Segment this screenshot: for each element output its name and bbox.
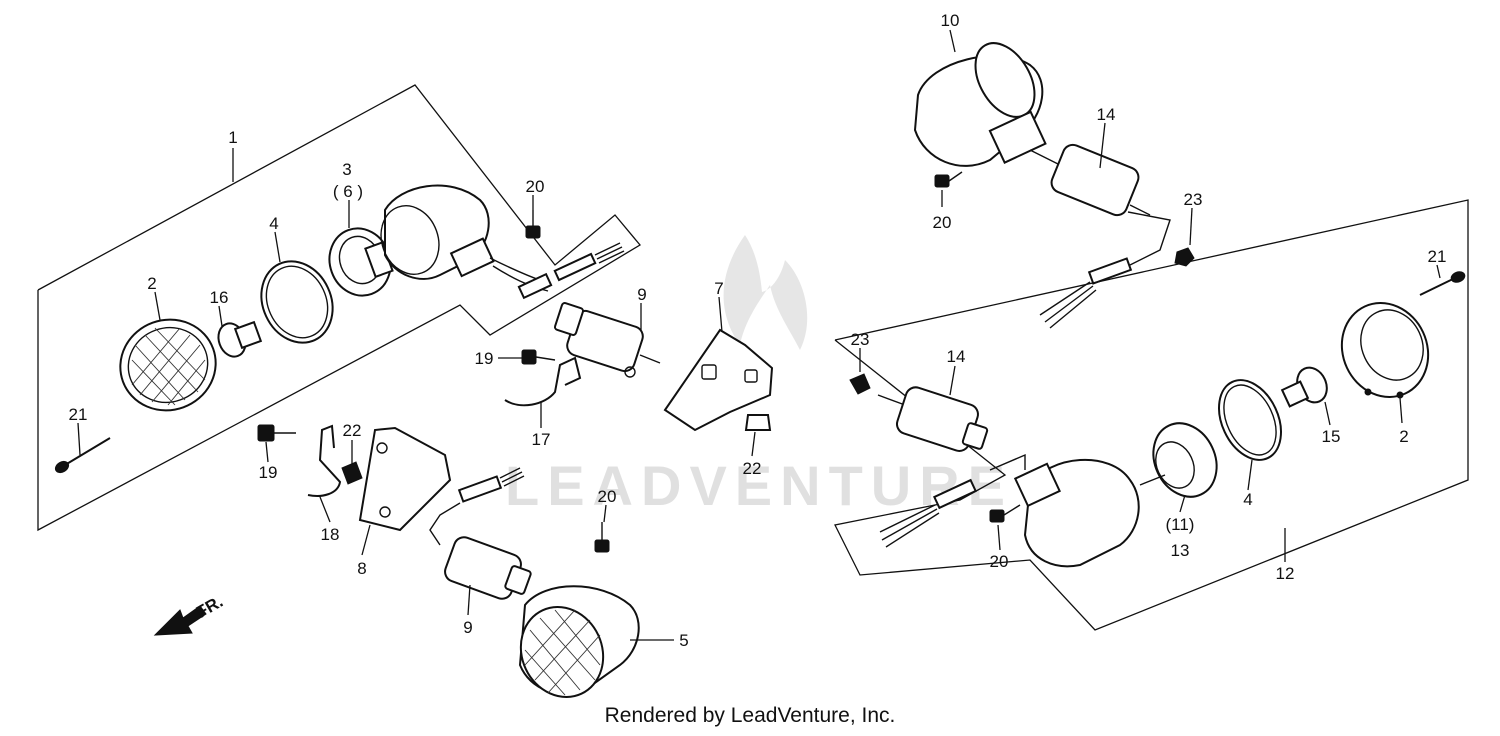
callout-11: (11) bbox=[1166, 515, 1195, 534]
frame-assembly-12 bbox=[834, 199, 1469, 631]
callout-18: 18 bbox=[321, 525, 340, 544]
callout-19-top: 19 bbox=[475, 349, 494, 368]
callout-23-top: 23 bbox=[1184, 190, 1203, 209]
screw-part-20-right-bottom[interactable] bbox=[989, 504, 1021, 523]
footer-credit: Rendered by LeadVenture, Inc. bbox=[604, 704, 896, 727]
leadventure-watermark: LEADVENTURE bbox=[505, 235, 1013, 517]
relay-part-9-top[interactable] bbox=[553, 302, 661, 378]
relay-part-14-lower[interactable] bbox=[877, 385, 989, 454]
nut-part-22-right[interactable] bbox=[744, 414, 772, 431]
bracket-part-18[interactable] bbox=[307, 424, 342, 497]
callout-12: 12 bbox=[1276, 564, 1295, 583]
screw-part-20-lower[interactable] bbox=[594, 522, 610, 553]
screw-part-20-top[interactable] bbox=[525, 210, 541, 239]
watermark-text: LEADVENTURE bbox=[505, 454, 1013, 517]
housing-part-1[interactable] bbox=[372, 184, 553, 300]
winker-part-10[interactable] bbox=[913, 33, 1047, 167]
callout-9-top: 9 bbox=[637, 285, 646, 304]
bracket-part-8[interactable] bbox=[358, 426, 452, 532]
callout-16: 16 bbox=[210, 288, 229, 307]
callout-labels: 1 2 3 ( 6 ) 4 16 20 21 9 19 17 7 22 22 1… bbox=[69, 11, 1447, 650]
socket-part-3[interactable] bbox=[320, 220, 400, 304]
wire-connector-left-top[interactable] bbox=[553, 242, 625, 282]
callout-21-left: 21 bbox=[69, 405, 88, 424]
relay-part-9-lower[interactable] bbox=[442, 534, 532, 601]
callout-15: 15 bbox=[1322, 427, 1341, 446]
callout-21-right: 21 bbox=[1428, 247, 1447, 266]
callout-5: 5 bbox=[679, 631, 688, 650]
callout-8: 8 bbox=[357, 559, 366, 578]
callout-4-right: 4 bbox=[1243, 490, 1252, 509]
winker-part-13[interactable] bbox=[989, 453, 1140, 568]
callout-2-left: 2 bbox=[147, 274, 156, 293]
callout-20-top: 20 bbox=[526, 177, 545, 196]
relay-part-14-top[interactable] bbox=[1029, 142, 1171, 266]
callout-1: 1 bbox=[228, 128, 237, 147]
leader-lines bbox=[77, 29, 1441, 641]
callout-13: 13 bbox=[1171, 541, 1190, 560]
socket-part-11[interactable] bbox=[1139, 413, 1228, 507]
screw-part-21-left[interactable] bbox=[53, 437, 111, 475]
callout-14-top: 14 bbox=[1097, 105, 1116, 124]
bracket-part-17[interactable] bbox=[504, 356, 582, 407]
callout-7: 7 bbox=[714, 279, 723, 298]
callout-20-lower: 20 bbox=[598, 487, 617, 506]
callout-3: 3 bbox=[342, 160, 351, 179]
gasket-part-4-left[interactable] bbox=[248, 250, 345, 355]
bolt-part-19-top[interactable] bbox=[521, 349, 556, 365]
screw-part-20-right-top[interactable] bbox=[934, 171, 963, 188]
callout-23-lower: 23 bbox=[851, 330, 870, 349]
callout-10: 10 bbox=[941, 11, 960, 30]
bracket-part-7[interactable] bbox=[663, 328, 774, 432]
callout-19-lower: 19 bbox=[259, 463, 278, 482]
screw-part-21-right[interactable] bbox=[1419, 270, 1466, 296]
bulb-part-16[interactable] bbox=[214, 320, 263, 361]
callout-4-left: 4 bbox=[269, 214, 278, 233]
lens-part-2-right[interactable] bbox=[1327, 289, 1444, 412]
nut-part-22-left[interactable] bbox=[341, 461, 363, 485]
gasket-part-4-right[interactable] bbox=[1207, 370, 1293, 470]
callout-2-right: 2 bbox=[1399, 427, 1408, 446]
bulb-part-15[interactable] bbox=[1280, 363, 1332, 408]
bolt-part-19-lower[interactable] bbox=[257, 424, 296, 442]
wire-connector-left-bottom[interactable] bbox=[429, 467, 525, 546]
nut-part-23-lower[interactable] bbox=[849, 373, 871, 395]
callout-20-right-bottom: 20 bbox=[990, 552, 1009, 571]
winker-part-5[interactable] bbox=[506, 585, 640, 710]
callout-14-lower: 14 bbox=[947, 347, 966, 366]
wire-connector-right-top[interactable] bbox=[1039, 257, 1133, 329]
wire-connector-right-bottom[interactable] bbox=[879, 478, 977, 548]
frame-assembly-1 bbox=[37, 84, 641, 532]
callout-6: ( 6 ) bbox=[333, 182, 363, 201]
callout-22-right: 22 bbox=[743, 459, 762, 478]
callout-20-right-top: 20 bbox=[933, 213, 952, 232]
callout-22-left: 22 bbox=[343, 421, 362, 440]
callout-17: 17 bbox=[532, 430, 551, 449]
front-direction-arrow: FR. bbox=[153, 592, 226, 636]
callout-9-lower: 9 bbox=[463, 618, 472, 637]
lens-part-2-left[interactable] bbox=[108, 306, 229, 423]
